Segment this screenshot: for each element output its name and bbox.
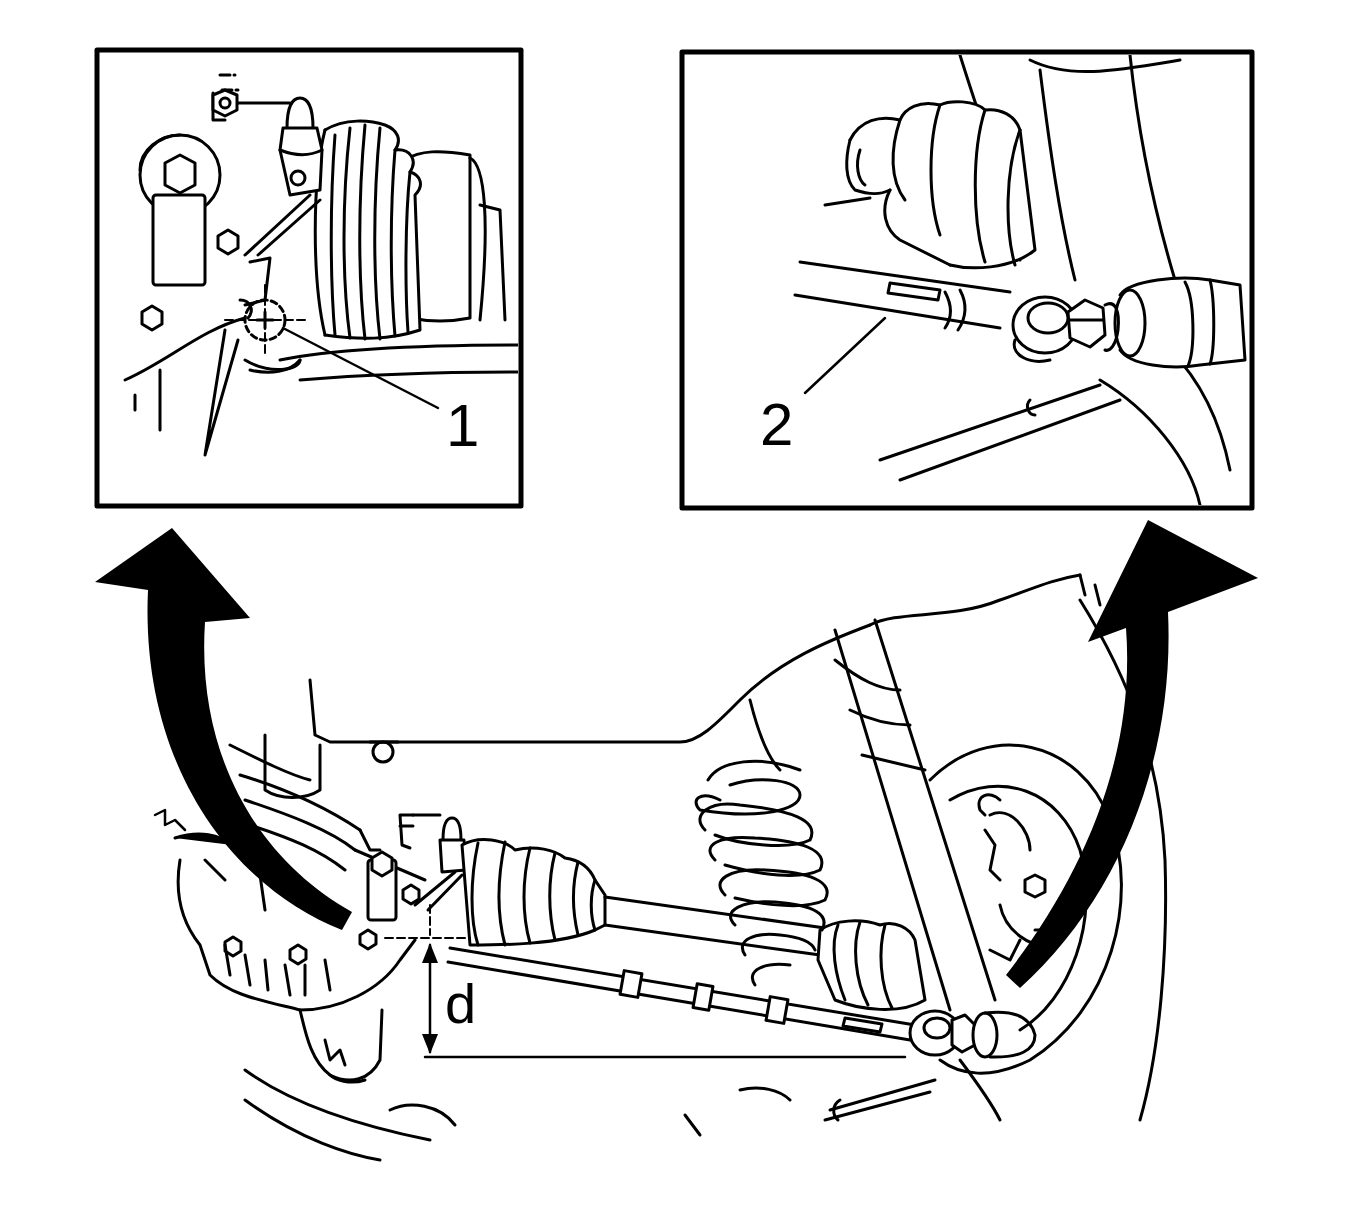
inset-frame xyxy=(97,50,521,506)
callout-number: 1 xyxy=(444,396,481,456)
callout-number: 2 xyxy=(758,395,795,455)
main-view xyxy=(155,575,1166,1160)
right-inset-drawing xyxy=(795,55,1245,505)
zoom-arrow xyxy=(1006,520,1258,988)
left-inset-drawing xyxy=(125,75,518,455)
zoom-arrow xyxy=(95,528,352,930)
dimension-label: d xyxy=(443,976,478,1032)
dimension-line xyxy=(425,1056,905,1059)
dimension-arrow xyxy=(429,945,432,1052)
inset-frame xyxy=(682,52,1252,508)
